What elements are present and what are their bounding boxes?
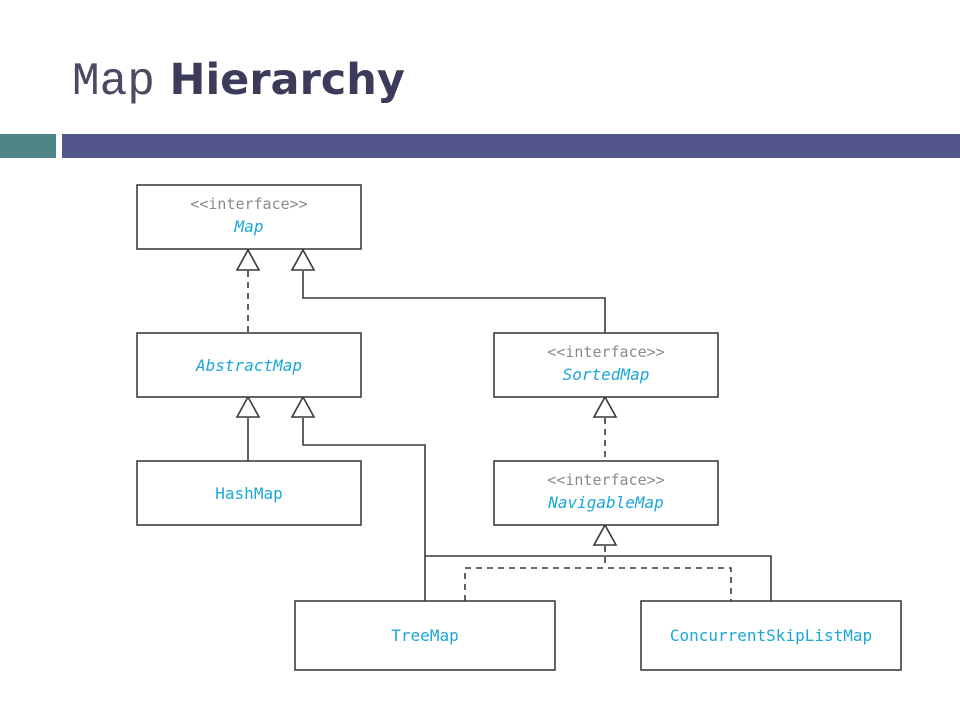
node-sortedmap-box (493, 332, 719, 398)
edge-concurrentskiplistmap-abstractmap (425, 555, 772, 601)
arrow-head-map-right (290, 248, 316, 271)
edge-implementers-navigablemap (464, 567, 732, 601)
accent-bar-teal (0, 134, 56, 158)
slide-title-bold: Hierarchy (169, 55, 405, 105)
edge-sortedmap-map (302, 271, 606, 333)
node-abstractmap: AbstractMap (136, 332, 362, 398)
arrow-head-navigablemap (592, 523, 618, 546)
node-map-stereotype: <<interface>> (190, 195, 307, 213)
node-treemap-label: TreeMap (391, 626, 458, 645)
node-concurrentskiplistmap: ConcurrentSkipListMap (640, 600, 902, 671)
node-treemap: TreeMap (294, 600, 556, 671)
node-navigablemap: <<interface>> NavigableMap (493, 460, 719, 526)
arrow-head-abstractmap-right (290, 395, 316, 418)
edge-treemap-abstractmap (302, 418, 426, 601)
node-map: <<interface>> Map (136, 184, 362, 250)
node-treemap-box (294, 600, 556, 671)
node-abstractmap-label: AbstractMap (195, 356, 302, 375)
slide-title-mono: Map (72, 56, 155, 108)
arrow-head-sortedmap (592, 395, 618, 418)
arrow-head-map-left (235, 248, 261, 271)
node-navigablemap-box (493, 460, 719, 526)
arrow-head-abstractmap-left (235, 395, 261, 418)
diagram-edges (235, 248, 772, 601)
node-hashmap: HashMap (136, 460, 362, 526)
node-map-label: Map (234, 217, 264, 236)
node-sortedmap-label: SortedMap (563, 365, 650, 384)
accent-bar-navy (62, 134, 960, 158)
slide-title: Map Hierarchy (72, 48, 405, 112)
node-sortedmap: <<interface>> SortedMap (493, 332, 719, 398)
node-navigablemap-stereotype: <<interface>> (547, 471, 664, 489)
node-map-box (136, 184, 362, 250)
node-navigablemap-label: NavigableMap (547, 493, 664, 512)
node-concurrentskiplistmap-box (640, 600, 902, 671)
node-abstractmap-box (136, 332, 362, 398)
node-concurrentskiplistmap-label: ConcurrentSkipListMap (670, 626, 872, 645)
node-sortedmap-stereotype: <<interface>> (547, 343, 664, 361)
node-hashmap-box (136, 460, 362, 526)
node-hashmap-label: HashMap (215, 484, 282, 503)
